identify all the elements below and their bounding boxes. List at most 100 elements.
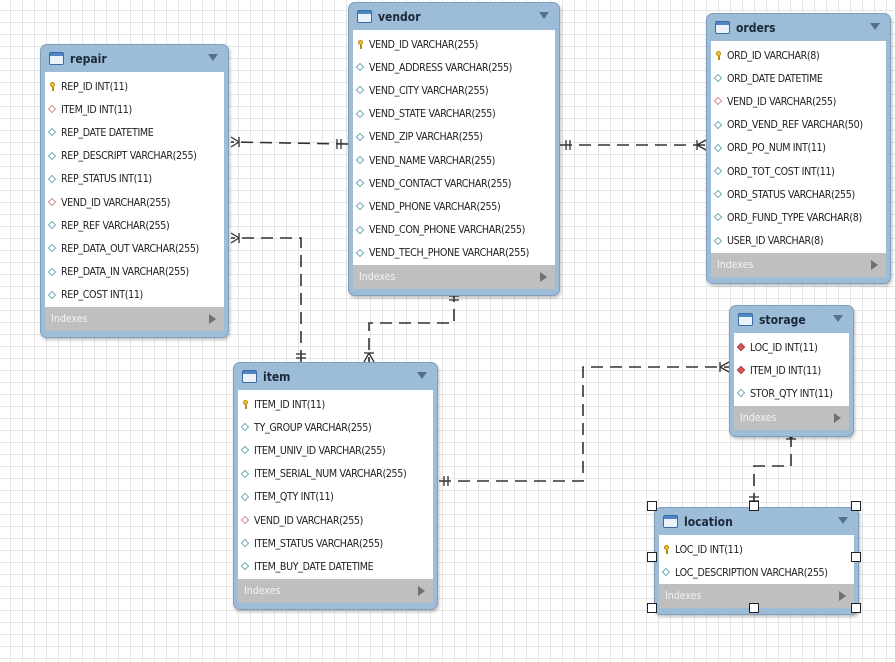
column-row[interactable]: VEND_NAME VARCHAR(255): [353, 149, 555, 172]
column-row[interactable]: ITEM_SERIAL_NUM VARCHAR(255): [238, 463, 433, 486]
column-row[interactable]: VEND_ID VARCHAR(255): [353, 33, 555, 56]
resize-handle-top-right[interactable]: [851, 501, 861, 511]
entity-header[interactable]: orders: [711, 14, 886, 41]
column-text: LOC_ID INT(11): [750, 341, 818, 354]
column-list: REP_ID INT(11)ITEM_ID INT(11) REP_DATE DA…: [45, 72, 224, 307]
column-icon: [714, 237, 723, 246]
collapse-caret-icon[interactable]: [208, 54, 218, 61]
column-row[interactable]: USER_ID VARCHAR(8): [711, 230, 886, 253]
expand-arrow-icon[interactable]: [839, 591, 846, 602]
column-row[interactable]: VEND_ID VARCHAR(255): [45, 191, 224, 214]
column-row[interactable]: VEND_CITY VARCHAR(255): [353, 79, 555, 102]
column-row[interactable]: ORD_STATUS VARCHAR(255): [711, 183, 886, 206]
column-row[interactable]: VEND_PHONE VARCHAR(255): [353, 195, 555, 218]
column-text: ITEM_ID INT(11): [254, 398, 325, 411]
column-row[interactable]: REP_DATA_OUT VARCHAR(255): [45, 237, 224, 260]
column-row[interactable]: ITEM_ID INT(11): [238, 393, 433, 416]
column-row[interactable]: ORD_ID VARCHAR(8): [711, 44, 886, 67]
entity-title: vendor: [378, 9, 421, 24]
expand-arrow-icon[interactable]: [209, 313, 216, 324]
column-row[interactable]: REP_COST INT(11): [45, 284, 224, 307]
column-row[interactable]: ITEM_UNIV_ID VARCHAR(255): [238, 439, 433, 462]
column-row[interactable]: LOC_ID INT(11): [734, 336, 849, 359]
entity-location[interactable]: location LOC_ID INT(11)LOC_DESCRIPTION V…: [654, 507, 859, 616]
column-icon: [48, 268, 57, 277]
entity-header[interactable]: storage: [734, 306, 849, 333]
indexes-bar[interactable]: Indexes: [711, 252, 886, 277]
column-row[interactable]: TY_GROUP VARCHAR(255): [238, 416, 433, 439]
column-icon: [48, 175, 57, 184]
entity-vendor[interactable]: vendor VEND_ID VARCHAR(255) VEND_ADDRESS …: [348, 2, 560, 296]
column-row[interactable]: ITEM_ID INT(11): [45, 98, 224, 121]
column-row[interactable]: ORD_DATE DATETIME: [711, 67, 886, 90]
collapse-caret-icon[interactable]: [539, 12, 549, 19]
column-text: ITEM_STATUS VARCHAR(255): [254, 537, 383, 550]
resize-handle-middle-left[interactable]: [647, 552, 657, 562]
entity-orders[interactable]: orders ORD_ID VARCHAR(8)ORD_DATE DATETIM…: [706, 13, 891, 284]
entity-repair[interactable]: repair REP_ID INT(11)ITEM_ID INT(11)REP_…: [40, 44, 229, 338]
column-row[interactable]: REP_STATUS INT(11): [45, 168, 224, 191]
indexes-bar[interactable]: Indexes: [238, 578, 433, 603]
resize-handle-top-center[interactable]: [749, 501, 759, 511]
entity-header[interactable]: repair: [45, 45, 224, 72]
collapse-caret-icon[interactable]: [870, 23, 880, 30]
relationship-item-repair[interactable]: [230, 232, 306, 362]
entity-storage[interactable]: storage LOC_ID INT(11) ITEM_ID INT(11)STO…: [729, 305, 854, 437]
indexes-bar[interactable]: Indexes: [353, 264, 555, 289]
column-row[interactable]: VEND_CONTACT VARCHAR(255): [353, 172, 555, 195]
expand-arrow-icon[interactable]: [540, 271, 547, 282]
relationship-location-storage[interactable]: [749, 430, 797, 505]
collapse-caret-icon[interactable]: [833, 315, 843, 322]
entity-header[interactable]: item: [238, 363, 433, 390]
column-row[interactable]: VEND_ID VARCHAR(255): [238, 509, 433, 532]
column-row[interactable]: LOC_ID INT(11): [659, 538, 854, 561]
column-text: REP_DATE DATETIME: [61, 126, 154, 139]
column-row[interactable]: ITEM_BUY_DATE DATETIME: [238, 555, 433, 578]
column-row[interactable]: LOC_DESCRIPTION VARCHAR(255): [659, 561, 854, 584]
column-row[interactable]: ORD_FUND_TYPE VARCHAR(8): [711, 206, 886, 229]
column-row[interactable]: ORD_TOT_COST INT(11): [711, 160, 886, 183]
entity-header[interactable]: vendor: [353, 3, 555, 30]
expand-arrow-icon[interactable]: [418, 585, 425, 596]
column-row[interactable]: VEND_TECH_PHONE VARCHAR(255): [353, 242, 555, 265]
indexes-bar[interactable]: Indexes: [45, 306, 224, 331]
resize-handle-middle-right[interactable]: [851, 552, 861, 562]
column-row[interactable]: ITEM_STATUS VARCHAR(255): [238, 532, 433, 555]
column-row[interactable]: REP_DATE DATETIME: [45, 121, 224, 144]
resize-handle-bottom-left[interactable]: [647, 603, 657, 613]
column-row[interactable]: REP_DATA_IN VARCHAR(255): [45, 261, 224, 284]
column-row[interactable]: ORD_VEND_REF VARCHAR(50): [711, 114, 886, 137]
indexes-bar[interactable]: Indexes: [734, 405, 849, 430]
relationship-vendor-repair[interactable]: [230, 136, 349, 149]
column-row[interactable]: REP_REF VARCHAR(255): [45, 214, 224, 237]
column-text: VEND_ADDRESS VARCHAR(255): [369, 61, 513, 74]
column-text: ITEM_SERIAL_NUM VARCHAR(255): [254, 468, 407, 481]
resize-handle-bottom-center[interactable]: [749, 603, 759, 613]
resize-handle-bottom-right[interactable]: [851, 603, 861, 613]
column-row[interactable]: VEND_STATE VARCHAR(255): [353, 103, 555, 126]
column-row[interactable]: REP_DESCRIPT VARCHAR(255): [45, 145, 224, 168]
expand-arrow-icon[interactable]: [871, 259, 878, 270]
column-text: ITEM_BUY_DATE DATETIME: [254, 560, 374, 573]
collapse-caret-icon[interactable]: [417, 372, 427, 379]
column-row[interactable]: ORD_PO_NUM INT(11): [711, 137, 886, 160]
column-row[interactable]: VEND_ZIP VARCHAR(255): [353, 126, 555, 149]
expand-arrow-icon[interactable]: [834, 412, 841, 423]
relationship-vendor-orders[interactable]: [560, 139, 707, 151]
entity-item[interactable]: item ITEM_ID INT(11) TY_GROUP VARCHAR(255…: [233, 362, 438, 610]
column-row[interactable]: ITEM_QTY INT(11): [238, 486, 433, 509]
column-row[interactable]: STOR_QTY INT(11): [734, 382, 849, 405]
collapse-caret-icon[interactable]: [838, 517, 848, 524]
column-row[interactable]: VEND_ID VARCHAR(255): [711, 90, 886, 113]
relationship-item-storage[interactable]: [439, 361, 730, 486]
column-row[interactable]: ITEM_ID INT(11): [734, 359, 849, 382]
relationship-vendor-item[interactable]: [363, 290, 459, 363]
column-row[interactable]: REP_ID INT(11): [45, 75, 224, 98]
column-row[interactable]: VEND_CON_PHONE VARCHAR(255): [353, 219, 555, 242]
column-icon: [356, 156, 365, 165]
column-text: REP_DESCRIPT VARCHAR(255): [61, 150, 197, 163]
resize-handle-top-left[interactable]: [647, 501, 657, 511]
column-icon: [48, 152, 57, 161]
column-row[interactable]: VEND_ADDRESS VARCHAR(255): [353, 56, 555, 79]
entity-header[interactable]: location: [659, 508, 854, 535]
